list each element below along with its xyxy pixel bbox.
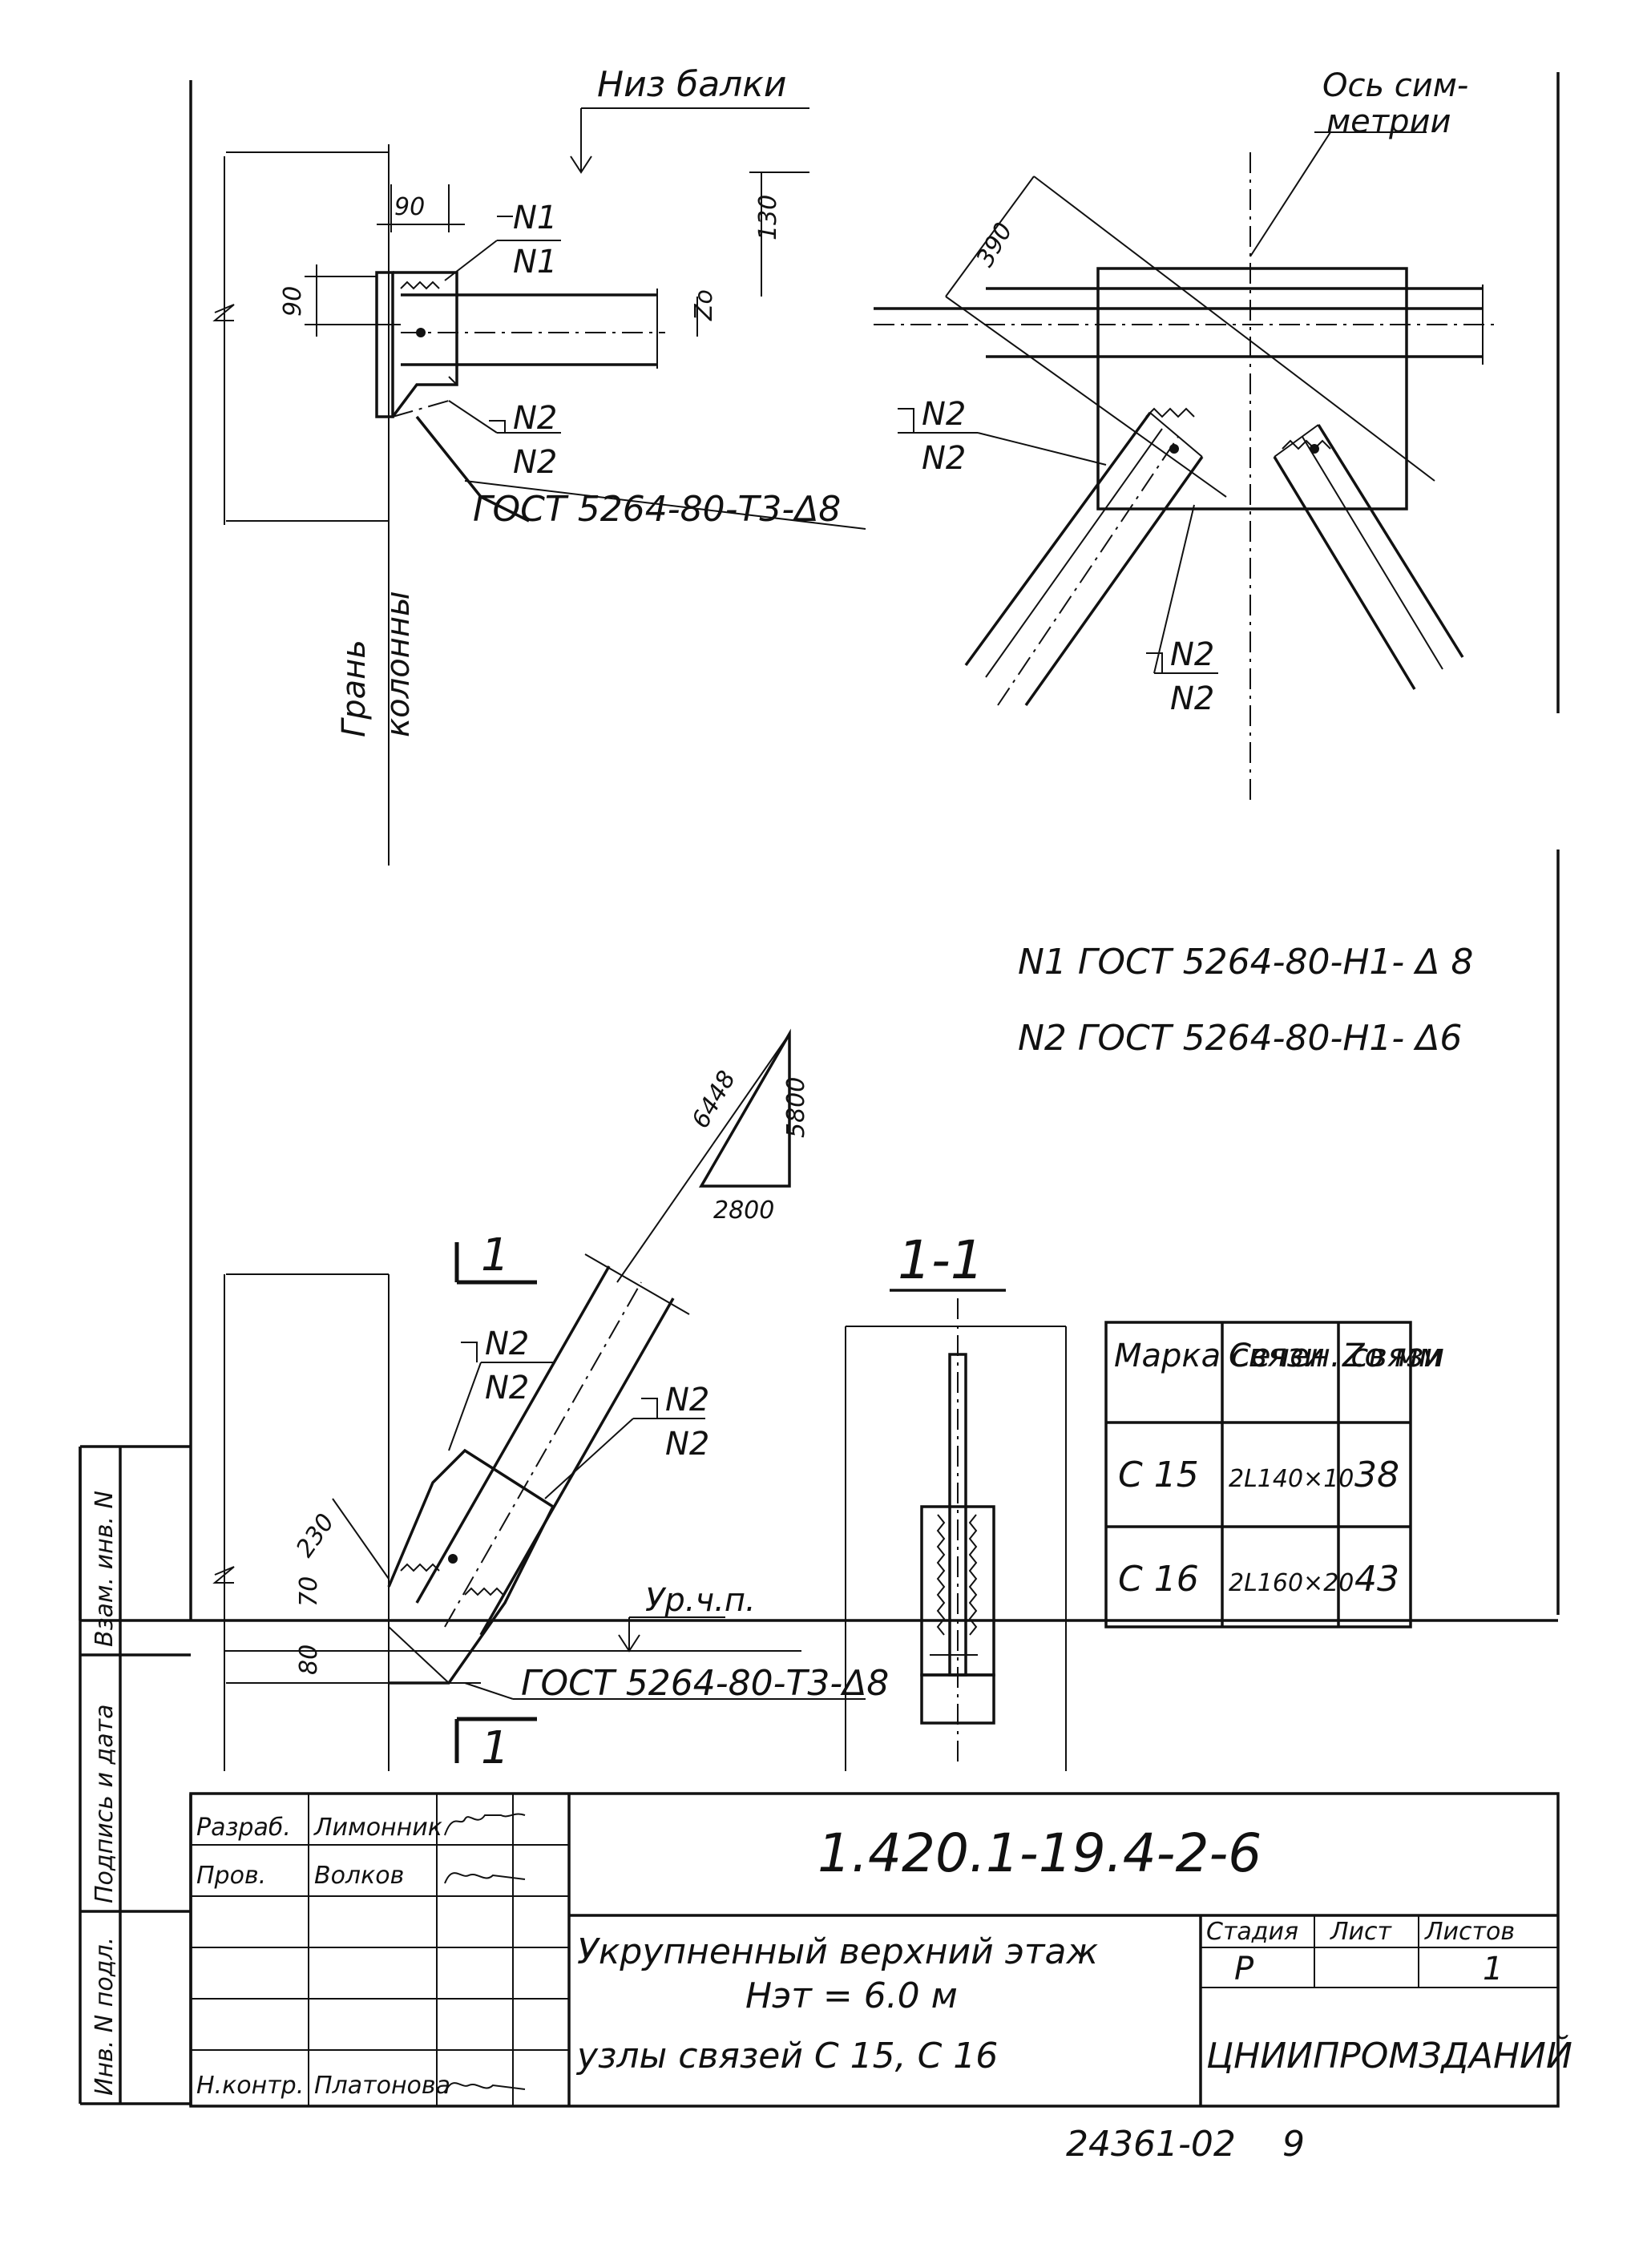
signature-2 — [444, 1872, 526, 1884]
weld-note-n1: N1 ГОСТ 5264-80-Н1- Δ 8 — [1018, 942, 1473, 983]
weld-n1-bottom: N1 — [513, 244, 557, 280]
face-label-1: Грань — [336, 640, 373, 737]
stage-header: Стадия — [1206, 1918, 1298, 1946]
slope-hyp: 6448 — [687, 1066, 741, 1133]
archive-number: 24361-02 — [1066, 2124, 1236, 2165]
table-cell-section-1: 2L140×10 — [1229, 1465, 1354, 1493]
weld-n1-top: N1 — [513, 200, 557, 236]
title-block: Разраб. Пров. Н.контр. Лимонник Волков П… — [189, 1792, 1572, 2108]
weld-notes: N1 ГОСТ 5264-80-Н1- Δ 8 N2 ГОСТ 5264-80-… — [1018, 942, 1473, 1059]
footer: 24361-02 9 — [1066, 2124, 1305, 2165]
axis-label-1: Ось сим- — [1322, 67, 1468, 104]
section-1-1: 1-1 — [845, 1229, 1067, 1771]
table-cell-mark-2: С 16 — [1118, 1559, 1199, 1600]
face-label-2: колонны — [380, 591, 417, 737]
stamp-name-2: Волков — [314, 1862, 404, 1890]
top-right-detail: Ось сим- метрии 390 N2 N2 N2 N2 — [874, 67, 1499, 801]
title-line-2: Нэт = 6.0 м — [745, 1975, 958, 2016]
sheets-header: Листов — [1424, 1918, 1515, 1946]
weld-right-bottom-bottom: N2 — [1170, 680, 1214, 717]
org-name: ЦНИИПРОМЗДАНИЙ — [1206, 2034, 1572, 2076]
dim-zo: Zo — [690, 289, 718, 321]
side-label-sign: Подпись и дата — [91, 1705, 119, 1904]
weld-note-n2: N2 ГОСТ 5264-80-Н1- Δ6 — [1018, 1018, 1462, 1059]
stage-value: Р — [1234, 1951, 1254, 1988]
stamp-name-6: Платонова — [314, 2072, 450, 2100]
slope-vert: 5800 — [782, 1077, 810, 1138]
dim-390: 390 — [971, 218, 1019, 272]
level-label: Ур.ч.п. — [645, 1582, 756, 1619]
sheet-frame — [79, 72, 1560, 1622]
side-stamp-strip: Взам. инв. N Подпись и дата Инв. N подл. — [79, 1447, 191, 2105]
sheet-header: Лист — [1330, 1918, 1393, 1946]
dim-70: 70 — [295, 1576, 323, 1607]
dim-230: 230 — [291, 1509, 341, 1563]
weld-gost-top: ГОСТ 5264-80-Т3-Δ8 — [473, 489, 841, 530]
slope-horiz: 2800 — [713, 1197, 774, 1225]
table-cell-zo-2: 43 — [1354, 1559, 1399, 1600]
label-niz-balki: Низ балки — [597, 64, 786, 105]
signature-1 — [444, 1813, 526, 1836]
table-header-mark: Марка связи — [1114, 1338, 1325, 1374]
table-header-zo: Zo мм — [1342, 1338, 1443, 1374]
top-left-detail: Низ балки 90 90 N1 N1 130 Zo N2 N2 ГОСТ … — [212, 64, 866, 866]
stamp-name-1: Лимонник — [313, 1814, 442, 1842]
dim-90-left: 90 — [279, 286, 307, 317]
table-header-section: Сечен. связи — [1229, 1338, 1444, 1374]
page-number: 9 — [1282, 2124, 1305, 2165]
weld-right-left-top: N2 — [922, 396, 966, 433]
section-title: 1-1 — [898, 1229, 984, 1291]
bottom-left-detail: 6448 5800 2800 1 1 N2 — [212, 1028, 889, 1774]
dim-130: 130 — [754, 195, 782, 240]
signature-3 — [444, 2082, 526, 2094]
stamp-role-1: Разраб. — [196, 1814, 291, 1842]
sheets-value: 1 — [1483, 1951, 1503, 1988]
weld-b-top: N2 — [665, 1382, 709, 1419]
table-cell-zo-1: 38 — [1354, 1455, 1399, 1495]
title-line-1: Укрупненный верхний этаж — [577, 1931, 1098, 1972]
weld-a-bottom: N2 — [485, 1370, 529, 1406]
table-cell-mark-1: С 15 — [1118, 1455, 1199, 1495]
weld-b-bottom: N2 — [665, 1426, 709, 1463]
cut-mark-top: 1 — [481, 1229, 510, 1281]
weld-right-bottom-top: N2 — [1170, 636, 1214, 673]
side-label-replace: Взам. инв. N — [91, 1491, 119, 1647]
title-line-3: узлы связей С 15, С 16 — [575, 2036, 998, 2076]
cut-mark-bottom: 1 — [481, 1722, 510, 1774]
side-label-inv: Инв. N подл. — [91, 1937, 119, 2096]
section-table: Марка связи Сечен. связи Zo мм С 15 2L14… — [1104, 1321, 1444, 1628]
weld-gost-bottom: ГОСТ 5264-80-Т3-Δ8 — [521, 1663, 889, 1704]
doc-number: 1.420.1-19.4-2-6 — [817, 1822, 1262, 1884]
weld-n2-bottom: N2 — [513, 444, 557, 481]
weld-right-left-bottom: N2 — [922, 440, 966, 477]
axis-label-2: метрии — [1326, 103, 1451, 140]
weld-a-top: N2 — [485, 1326, 529, 1362]
stamp-role-6: Н.контр. — [196, 2072, 304, 2100]
dim-90-top: 90 — [394, 193, 425, 221]
table-cell-section-2: 2L160×20 — [1229, 1569, 1354, 1597]
stamp-role-2: Пров. — [196, 1862, 266, 1890]
dim-80: 80 — [295, 1645, 323, 1675]
weld-n2-top: N2 — [513, 400, 557, 437]
